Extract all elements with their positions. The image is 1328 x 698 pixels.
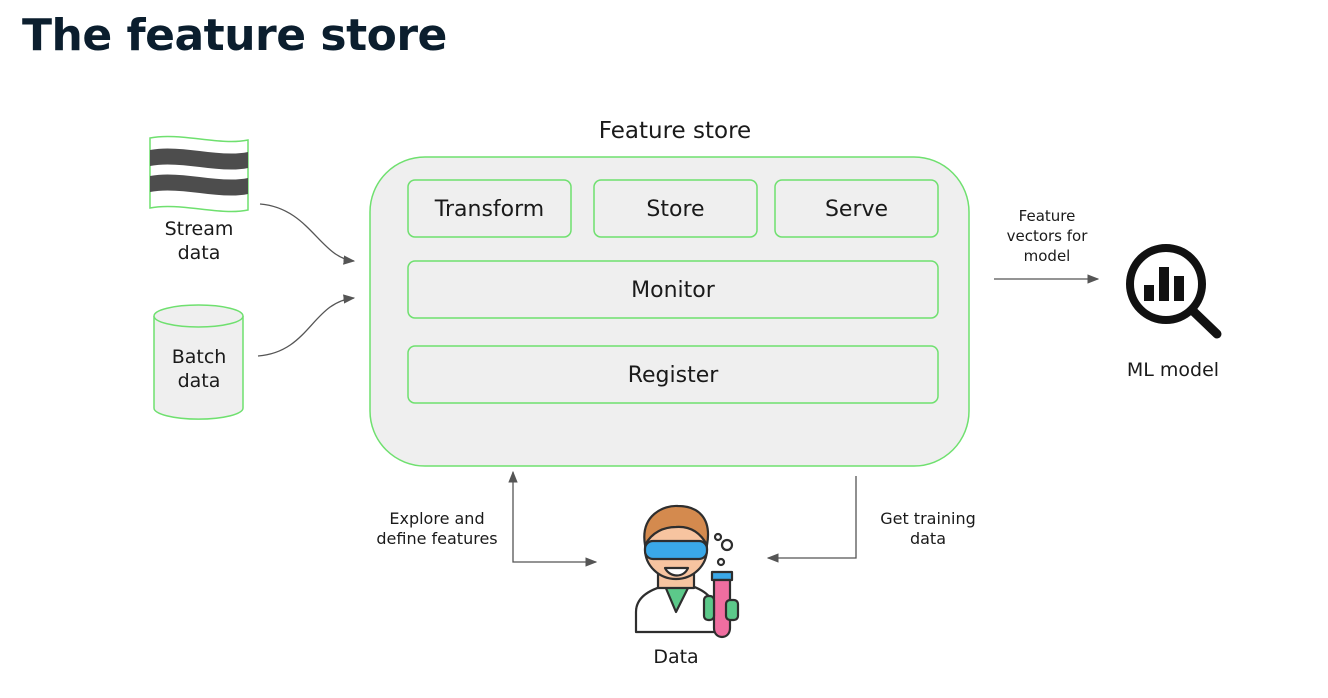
magnifier-chart-icon xyxy=(1126,244,1222,339)
ml-model-label: ML model xyxy=(1127,359,1219,381)
stream-label-line2: data xyxy=(178,242,221,264)
stream-to-store-arrow xyxy=(259,203,356,265)
register-box xyxy=(407,345,939,404)
scientist-icon xyxy=(634,504,740,639)
store-label: Store xyxy=(646,197,704,222)
explore-label-line1: Explore and xyxy=(389,509,484,528)
transform-label: Transform xyxy=(434,197,544,222)
register-label: Register xyxy=(628,363,720,388)
training-data-arrow xyxy=(766,476,857,563)
serve-label: Serve xyxy=(825,197,888,222)
explore-label-line2: define features xyxy=(376,529,497,548)
monitor-box xyxy=(407,260,939,319)
stream-label-line1: Stream xyxy=(165,218,234,240)
feature-vectors-label-line2: vectors for xyxy=(1007,227,1089,245)
training-label-line1: Get training xyxy=(880,509,976,528)
store-box xyxy=(593,179,758,238)
training-label-line2: data xyxy=(910,529,946,548)
explore-arrow xyxy=(508,470,598,567)
feature-vectors-label-line1: Feature xyxy=(1019,207,1076,225)
feature-store-title: Feature store xyxy=(599,118,751,144)
transform-box xyxy=(407,179,572,238)
feature-vectors-label-line3: model xyxy=(1024,247,1071,265)
batch-label-line1: Batch xyxy=(172,346,227,368)
page-title: The feature store xyxy=(22,10,447,61)
data-scientist-label: Data xyxy=(653,646,698,668)
monitor-label: Monitor xyxy=(631,278,716,303)
serve-box xyxy=(774,179,939,238)
database-cylinder-icon xyxy=(153,304,244,420)
batch-to-store-arrow xyxy=(257,294,356,357)
stream-data-icon xyxy=(149,135,249,213)
batch-label-line2: data xyxy=(178,370,221,392)
